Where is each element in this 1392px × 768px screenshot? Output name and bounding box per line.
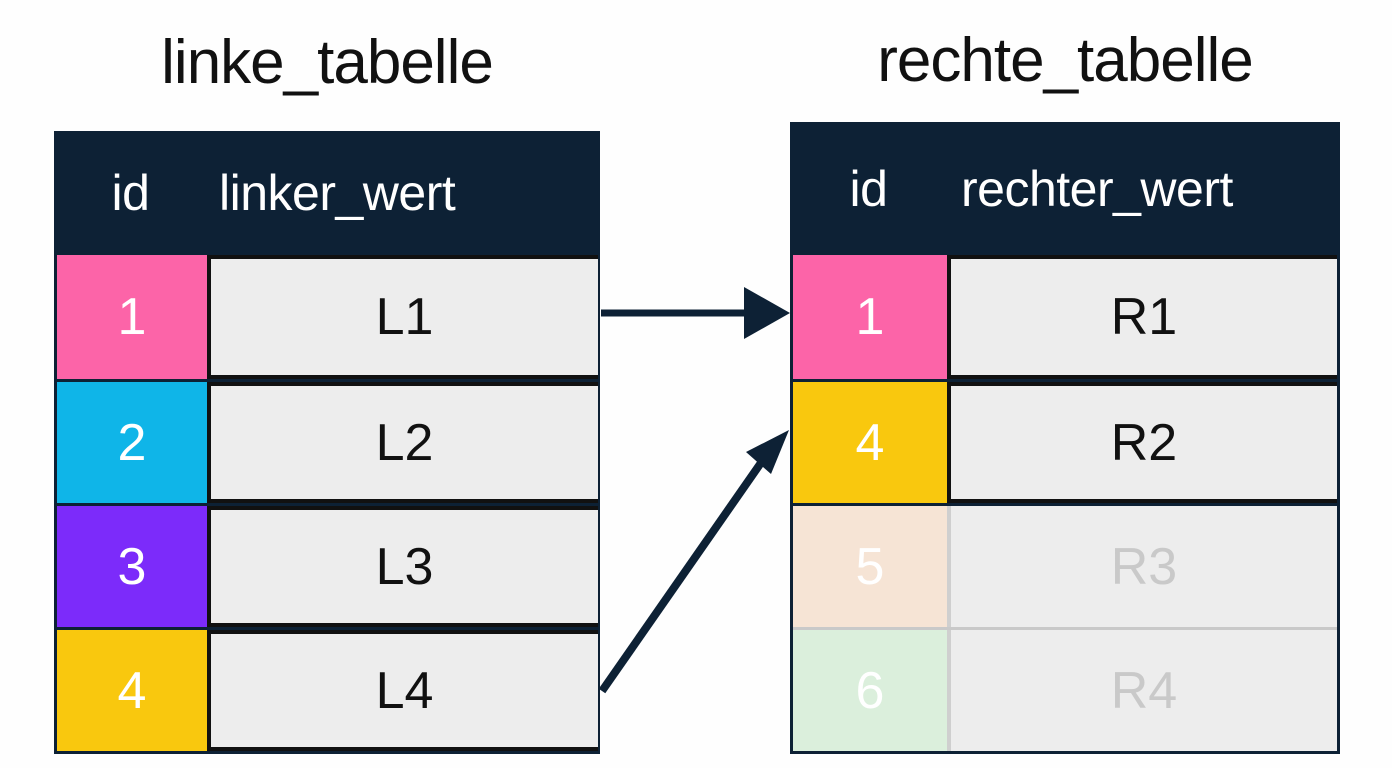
right-row-4-id: 6 xyxy=(793,630,947,751)
table-row[interactable]: 1 L1 xyxy=(57,255,598,379)
table-row[interactable]: 5 R3 xyxy=(793,503,1337,627)
left-row-4-id: 4 xyxy=(57,630,207,751)
right-row-2-value: R2 xyxy=(947,382,1337,503)
right-row-1-id: 1 xyxy=(793,255,947,379)
left-row-1-value: L1 xyxy=(207,255,598,379)
left-table-body: 1 L1 2 L2 3 L3 4 L4 xyxy=(54,255,600,754)
left-table-title: linke_tabelle xyxy=(161,28,494,97)
table-row[interactable]: 1 R1 xyxy=(793,255,1337,379)
left-row-2-id: 2 xyxy=(57,382,207,503)
right-row-3-value: R3 xyxy=(947,506,1337,627)
right-table-title: rechte_tabelle xyxy=(877,26,1254,95)
match-arrow-4-to-4-icon xyxy=(598,430,789,694)
table-row[interactable]: 2 L2 xyxy=(57,379,598,503)
left-header-id: id xyxy=(111,165,150,221)
left-row-2-value: L2 xyxy=(207,382,598,503)
left-header-value: linker_wert xyxy=(219,165,456,221)
table-row[interactable]: 4 L4 xyxy=(57,627,598,751)
right-row-4-value: R4 xyxy=(947,630,1337,751)
right-header-id: id xyxy=(849,160,888,217)
left-row-4-value: L4 xyxy=(207,630,598,751)
left-row-1-id: 1 xyxy=(57,255,207,379)
right-row-3-id: 5 xyxy=(793,506,947,627)
match-arrow-1-to-1-icon xyxy=(601,287,790,339)
right-row-2-id: 4 xyxy=(793,382,947,503)
right-row-1-value: R1 xyxy=(947,255,1337,379)
right-header-value: rechter_wert xyxy=(961,160,1233,217)
table-row[interactable]: 3 L3 xyxy=(57,503,598,627)
right-table-body: 1 R1 4 R2 5 R3 6 R4 xyxy=(790,255,1340,754)
right-table: id rechter_wert 1 R1 4 R2 5 R3 6 R4 xyxy=(790,122,1340,754)
left-table-header: id linker_wert xyxy=(54,131,600,255)
table-row[interactable]: 6 R4 xyxy=(793,627,1337,751)
left-row-3-value: L3 xyxy=(207,506,598,627)
left-row-3-id: 3 xyxy=(57,506,207,627)
right-table-header: id rechter_wert xyxy=(790,122,1340,255)
left-table: id linker_wert 1 L1 2 L2 3 L3 4 L4 xyxy=(54,131,600,754)
table-row[interactable]: 4 R2 xyxy=(793,379,1337,503)
